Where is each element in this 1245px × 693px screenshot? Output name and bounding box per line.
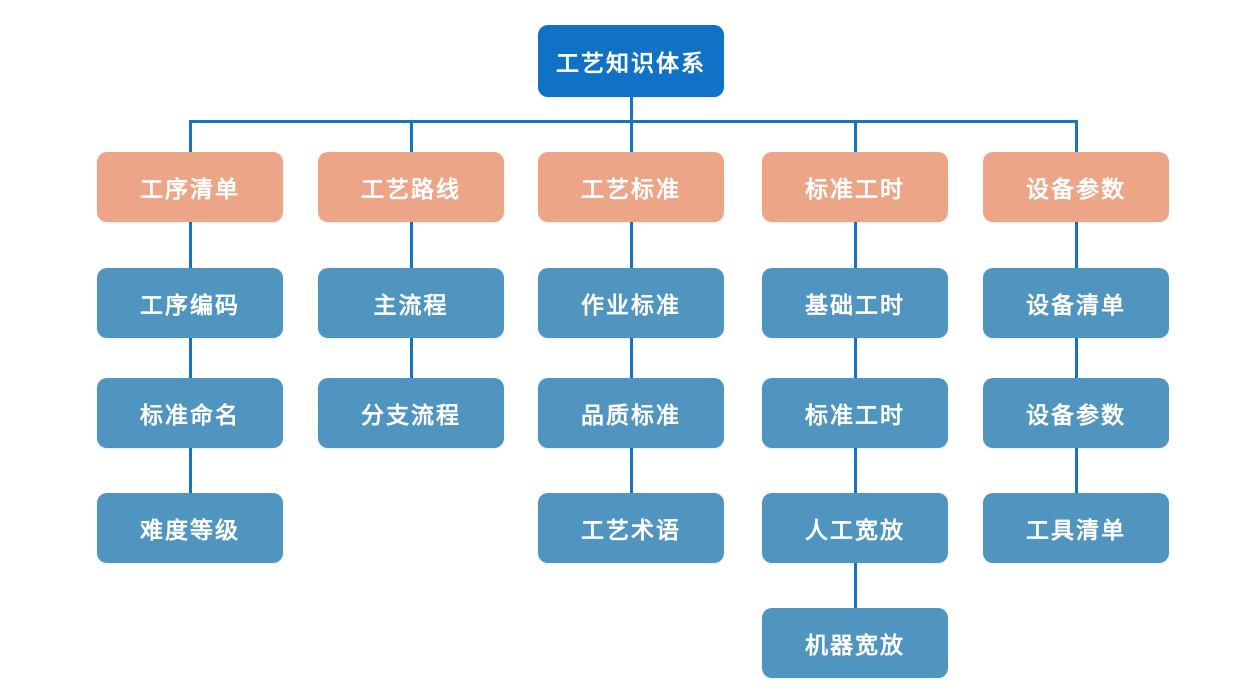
connector-col4-seg3 bbox=[1074, 448, 1078, 493]
connector-col3-seg1 bbox=[853, 222, 857, 268]
child-node-equipment-list: 设备清单 bbox=[983, 268, 1169, 338]
branch-node-equipment-params: 设备参数 bbox=[983, 152, 1169, 222]
connector-drop-col3 bbox=[853, 120, 857, 152]
root-node-process-knowledge-system: 工艺知识体系 bbox=[538, 25, 724, 97]
branch-node-process-standard: 工艺标准 bbox=[538, 152, 724, 222]
connector-col2-seg2 bbox=[629, 338, 633, 378]
child-node-equipment-parameters: 设备参数 bbox=[983, 378, 1169, 448]
connector-col3-seg4 bbox=[853, 563, 857, 608]
connector-col0-seg3 bbox=[188, 448, 192, 493]
connector-drop-col0 bbox=[188, 120, 192, 152]
connector-col3-seg3 bbox=[853, 448, 857, 493]
connector-col4-seg2 bbox=[1074, 338, 1078, 378]
branch-node-process-route: 工艺路线 bbox=[318, 152, 504, 222]
child-node-difficulty-level: 难度等级 bbox=[97, 493, 283, 563]
child-node-manual-allowance: 人工宽放 bbox=[762, 493, 948, 563]
connector-drop-col4 bbox=[1074, 120, 1078, 152]
child-node-quality-standard: 品质标准 bbox=[538, 378, 724, 448]
child-node-tool-list: 工具清单 bbox=[983, 493, 1169, 563]
child-node-process-terminology: 工艺术语 bbox=[538, 493, 724, 563]
connector-horizontal-rail bbox=[188, 120, 1078, 123]
connector-col4-seg1 bbox=[1074, 222, 1078, 268]
child-node-process-code: 工序编码 bbox=[97, 268, 283, 338]
child-node-base-hours: 基础工时 bbox=[762, 268, 948, 338]
branch-node-standard-hours: 标准工时 bbox=[762, 152, 948, 222]
child-node-standard-hours: 标准工时 bbox=[762, 378, 948, 448]
connector-col3-seg2 bbox=[853, 338, 857, 378]
connector-root-stem bbox=[629, 95, 633, 123]
connector-col0-seg1 bbox=[188, 222, 192, 268]
child-node-machine-allowance: 机器宽放 bbox=[762, 608, 948, 678]
child-node-operation-standard: 作业标准 bbox=[538, 268, 724, 338]
connector-col1-seg1 bbox=[409, 222, 413, 268]
connector-col1-seg2 bbox=[409, 338, 413, 378]
child-node-branch-flow: 分支流程 bbox=[318, 378, 504, 448]
child-node-standard-naming: 标准命名 bbox=[97, 378, 283, 448]
connector-drop-col1 bbox=[409, 120, 413, 152]
connector-col0-seg2 bbox=[188, 338, 192, 378]
connector-col2-seg3 bbox=[629, 448, 633, 493]
connector-drop-col2 bbox=[629, 120, 633, 152]
child-node-main-flow: 主流程 bbox=[318, 268, 504, 338]
connector-col2-seg1 bbox=[629, 222, 633, 268]
branch-node-process-list: 工序清单 bbox=[97, 152, 283, 222]
